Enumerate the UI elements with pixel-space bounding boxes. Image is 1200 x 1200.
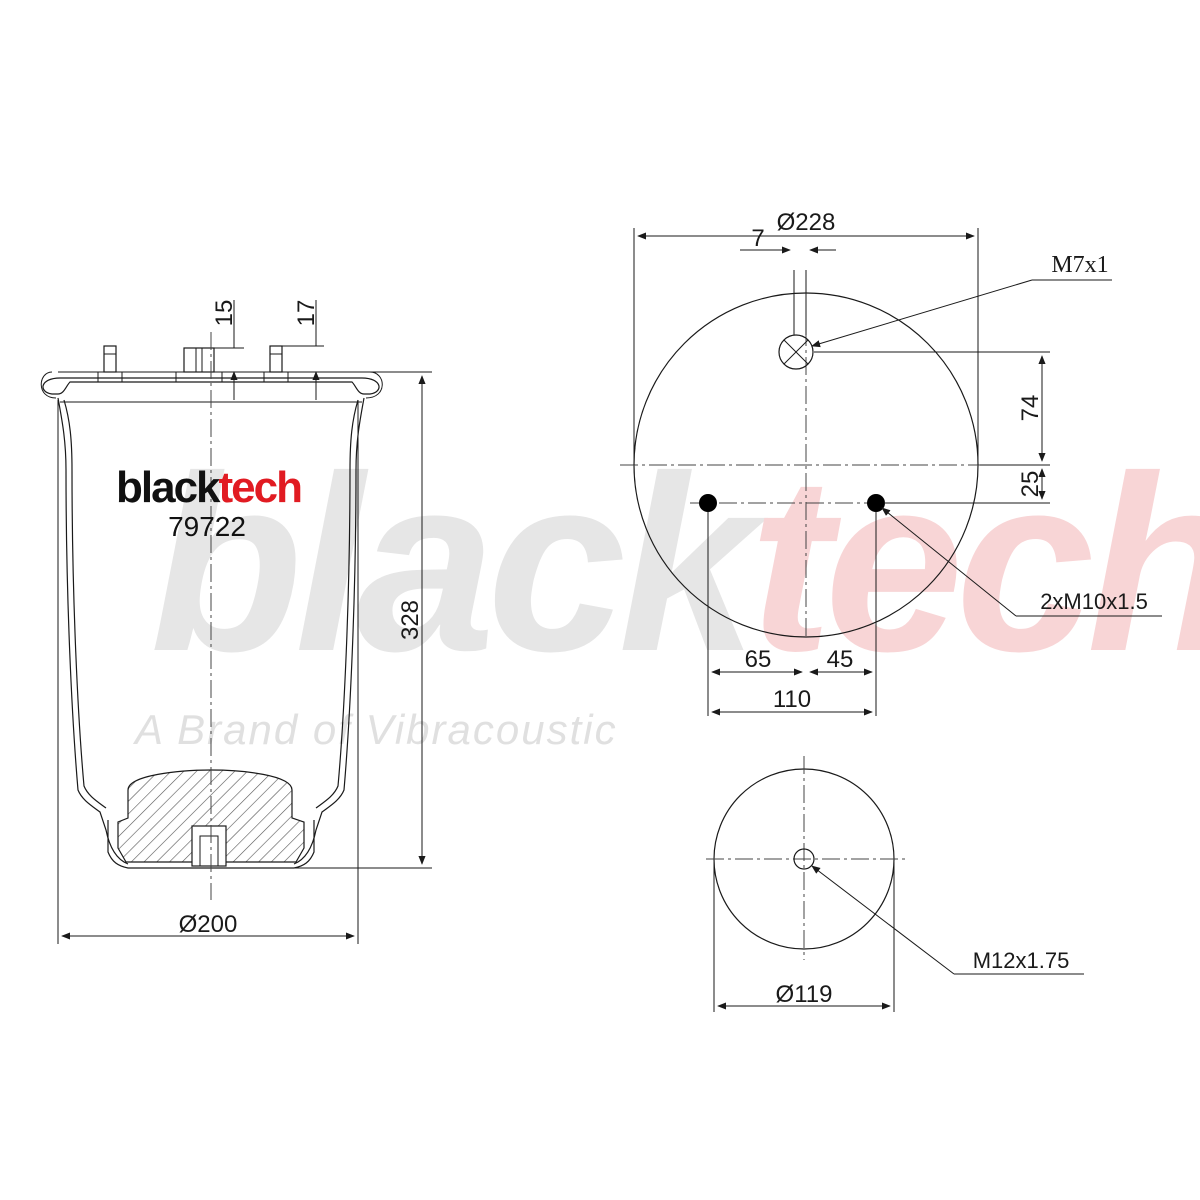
dim-d228-label: Ø228 bbox=[777, 209, 836, 236]
bottom-center-hole bbox=[793, 848, 815, 870]
thread-m10-label: 2xM10x1.5 bbox=[1040, 589, 1148, 614]
stud-right bbox=[263, 345, 289, 383]
dim-d228: Ø228 bbox=[633, 209, 979, 465]
dim-65-label: 65 bbox=[745, 646, 772, 673]
logo-red-text: tech bbox=[219, 463, 302, 512]
dim-45-label: 45 bbox=[827, 646, 854, 673]
watermark-black-text: black bbox=[150, 424, 768, 703]
center-hole bbox=[778, 334, 814, 370]
piston-insert bbox=[191, 825, 227, 867]
dim-65-45-110: 65 45 110 bbox=[707, 512, 877, 716]
dim-25-label: 25 bbox=[1017, 471, 1044, 498]
side-view: 15 17 328 Ø200 bbox=[40, 300, 432, 944]
bottom-plate-view: M12x1.75 Ø119 bbox=[706, 756, 1084, 1012]
dim-7: 7 bbox=[740, 225, 836, 335]
svg-text:blacktech: blacktech bbox=[116, 463, 301, 512]
part-number: 79722 bbox=[168, 511, 246, 542]
leader-m7x1: M7x1 bbox=[811, 252, 1112, 348]
dim-328-label: 328 bbox=[397, 600, 424, 640]
watermark-tagline: A Brand of Vibracoustic bbox=[132, 706, 618, 753]
stud-hole-left bbox=[699, 494, 717, 512]
dim-110-label: 110 bbox=[773, 686, 811, 713]
dim-17: 17 bbox=[282, 300, 324, 400]
leader-m10: 2xM10x1.5 bbox=[881, 507, 1162, 617]
dim-74-25: 74 25 bbox=[814, 351, 1050, 504]
dim-328: 328 bbox=[294, 371, 432, 869]
thread-m12-label: M12x1.75 bbox=[973, 948, 1070, 973]
stud-left bbox=[97, 345, 123, 383]
logo-black-text: black bbox=[116, 463, 221, 512]
leader-m12: M12x1.75 bbox=[811, 865, 1084, 975]
dim-74-label: 74 bbox=[1017, 395, 1044, 422]
dim-d119: Ø119 bbox=[713, 862, 895, 1012]
watermark: blacktech A Brand of Vibracoustic bbox=[132, 424, 1200, 753]
stud-hole-right bbox=[867, 494, 885, 512]
dim-d200-label: Ø200 bbox=[179, 911, 238, 938]
piston-section bbox=[117, 769, 305, 863]
thread-m7x1-label: M7x1 bbox=[1051, 252, 1108, 278]
dim-d119-label: Ø119 bbox=[776, 981, 833, 1008]
stud-center bbox=[175, 347, 223, 383]
brand-logo: blacktech 79722 bbox=[116, 463, 303, 542]
watermark-red-text: tech bbox=[749, 424, 1200, 703]
dim-17-label: 17 bbox=[293, 300, 320, 327]
dim-d200: Ø200 bbox=[57, 400, 359, 944]
top-plate-view: Ø228 7 M7x1 74 25 bbox=[620, 209, 1162, 716]
dim-7-label: 7 bbox=[751, 225, 764, 252]
svg-text:blacktech: blacktech bbox=[150, 424, 1200, 703]
dim-15-label: 15 bbox=[211, 300, 238, 327]
dim-15: 15 bbox=[211, 300, 244, 400]
